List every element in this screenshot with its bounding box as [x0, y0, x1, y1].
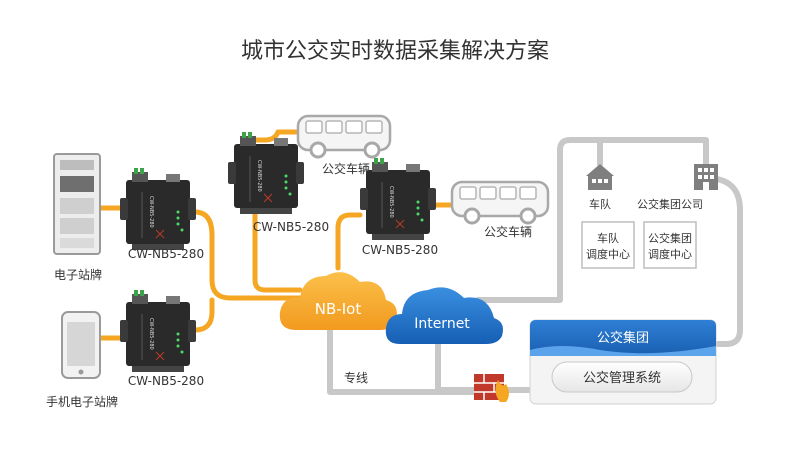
firewall-icon: [474, 374, 509, 402]
internet-cloud-label: Internet: [414, 316, 470, 332]
group-dispatch-box: [643, 221, 697, 269]
bus-right-icon: [450, 180, 550, 225]
orange-links: [97, 129, 453, 341]
electronic-station-icon: [53, 153, 101, 255]
device3-bus-link: [247, 129, 303, 143]
device-3-icon: [227, 131, 305, 215]
device-4-icon: [359, 157, 437, 241]
page-title: 城市公交实时数据采集解决方案: [241, 39, 549, 64]
group-title: 公交集团: [597, 330, 649, 346]
mobile-phone-icon: [61, 311, 101, 379]
fleet-dispatch-box: [581, 221, 635, 269]
device4-cloud-link: [335, 212, 363, 271]
internet-firewall-link: [435, 342, 479, 393]
mobile-station-label: 手机电子站牌: [46, 395, 118, 409]
device-2-icon: [119, 289, 197, 373]
device1-cloud-link: [192, 209, 303, 301]
fleet-dispatch-line1: 车队: [597, 231, 619, 245]
device-1-label: CW-NB5-280: [128, 247, 204, 261]
device-3-label: CW-NB5-280: [253, 220, 329, 234]
bus-top-label: 公交车辆: [322, 161, 370, 176]
management-system-label: 公交管理系统: [583, 370, 661, 386]
bus-top-icon: [296, 114, 392, 159]
fleet-label: 车队: [589, 197, 611, 211]
nbiot-cloud-icon: [279, 272, 397, 330]
fleet-building-icon: [586, 164, 614, 190]
dedicated-line-label: 专线: [344, 370, 368, 385]
device-2-label: CW-NB5-280: [128, 374, 204, 388]
internet-cloud-icon: [385, 287, 503, 344]
management-system-pill: [551, 361, 693, 393]
bus-right-label: 公交车辆: [484, 224, 532, 239]
device2-cloud-link: [192, 297, 215, 333]
company-building-icon: [694, 164, 718, 190]
group-dispatch-line2: 调度中心: [648, 247, 692, 261]
device-1-icon: [119, 167, 197, 251]
dedicated-line-link: [327, 317, 479, 395]
gray-links: [327, 137, 743, 395]
fleet-dispatch-line2: 调度中心: [586, 247, 630, 261]
internet-org-link: [475, 137, 709, 303]
nbiot-cloud-label: NB-Iot: [315, 300, 362, 318]
org-group-link: [703, 175, 743, 347]
device3-cloud-link: [252, 167, 303, 293]
device-4-label: CW-NB5-280: [362, 243, 438, 257]
company-label: 公交集团公司: [637, 197, 703, 211]
group-dispatch-line1: 公交集团: [648, 231, 692, 245]
station-label: 电子站牌: [54, 268, 102, 282]
